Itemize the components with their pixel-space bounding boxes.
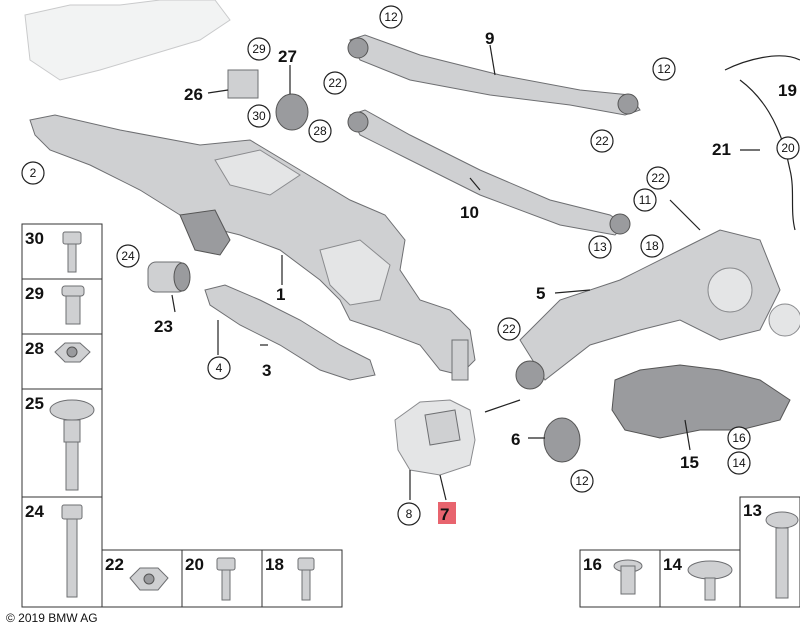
callout-24: 24: [121, 249, 135, 263]
callout-14: 14: [732, 456, 746, 470]
grid-label-18: 18: [265, 555, 284, 574]
grid-label-28: 28: [25, 339, 44, 358]
background-control-arm: [24, 0, 231, 81]
clip-16[interactable]: [613, 559, 643, 595]
bolt-13[interactable]: [765, 511, 799, 599]
label-23: 23: [154, 317, 173, 336]
grid-label-24: 24: [25, 502, 44, 521]
label-6: 6: [511, 430, 520, 449]
callout-12-right: 12: [657, 62, 671, 76]
lower-control-arm[interactable]: [347, 109, 631, 236]
leader-lines: [171, 44, 760, 501]
label-15: 15: [680, 453, 699, 472]
callout-22-b: 22: [595, 134, 609, 148]
mount-plate[interactable]: [394, 399, 476, 476]
grid-label-30: 30: [25, 229, 44, 248]
label-26: 26: [184, 85, 203, 104]
callout-22-c: 22: [651, 171, 665, 185]
speed-sensor-cable[interactable]: [724, 55, 800, 231]
callout-28: 28: [313, 124, 327, 138]
clip-14[interactable]: [687, 560, 733, 601]
circled-callouts: 12 22 12 22 22 11 13 18 20 29 30 28 2 24…: [21, 5, 800, 526]
callout-20: 20: [781, 141, 795, 155]
rear-axle-carrier[interactable]: [29, 114, 476, 381]
label-10: 10: [460, 203, 479, 222]
grid-label-29: 29: [25, 284, 44, 303]
grid-label-16: 16: [583, 555, 602, 574]
callout-8: 8: [406, 507, 413, 521]
label-3: 3: [262, 361, 271, 380]
bolt-25[interactable]: [49, 399, 95, 491]
grid-label-22: 22: [105, 555, 124, 574]
label-9: 9: [485, 29, 494, 48]
callout-13: 13: [593, 240, 607, 254]
fastener-grid-right: 16 14 13: [579, 496, 800, 608]
bolt-20[interactable]: [216, 557, 236, 601]
grid-label-13: 13: [743, 501, 762, 520]
grid-label-25: 25: [25, 394, 44, 413]
bolt-30[interactable]: [62, 231, 82, 273]
callout-29: 29: [252, 42, 266, 56]
sleeve-29[interactable]: [61, 285, 85, 325]
label-21: 21: [712, 140, 731, 159]
callout-11: 11: [639, 193, 652, 207]
rubber-bushing[interactable]: [543, 417, 581, 463]
bolt-24[interactable]: [61, 504, 83, 598]
callout-30: 30: [252, 109, 266, 123]
label-1: 1: [276, 285, 285, 304]
fastener-grid-left: 30 29 28 25 24 22 20 18: [21, 223, 343, 608]
label-5: 5: [536, 284, 545, 303]
bolt-18[interactable]: [297, 557, 315, 601]
callout-22-a: 22: [328, 76, 342, 90]
callout-2: 2: [30, 166, 37, 180]
callout-4: 4: [216, 361, 223, 375]
callout-12-bottom: 12: [575, 474, 589, 488]
wheel-carrier[interactable]: [515, 229, 800, 390]
callout-22-d: 22: [502, 322, 516, 336]
callout-12-top: 12: [384, 10, 398, 24]
eccentric-bolt-set[interactable]: [227, 69, 309, 131]
grid-label-20: 20: [185, 555, 204, 574]
bracket[interactable]: [204, 284, 376, 381]
copyright: © 2019 BMW AG: [6, 611, 98, 625]
label-7-highlighted[interactable]: 7: [440, 505, 449, 524]
label-19: 19: [778, 81, 797, 100]
nut-28[interactable]: [54, 342, 91, 363]
callout-16: 16: [732, 431, 746, 445]
bushing-23[interactable]: [147, 261, 191, 293]
label-27: 27: [278, 47, 297, 66]
grid-label-14: 14: [663, 555, 682, 574]
highlight-box: [438, 502, 456, 524]
nut-22[interactable]: [129, 567, 169, 591]
callout-18: 18: [645, 239, 659, 253]
underbody-cover[interactable]: [611, 364, 791, 439]
